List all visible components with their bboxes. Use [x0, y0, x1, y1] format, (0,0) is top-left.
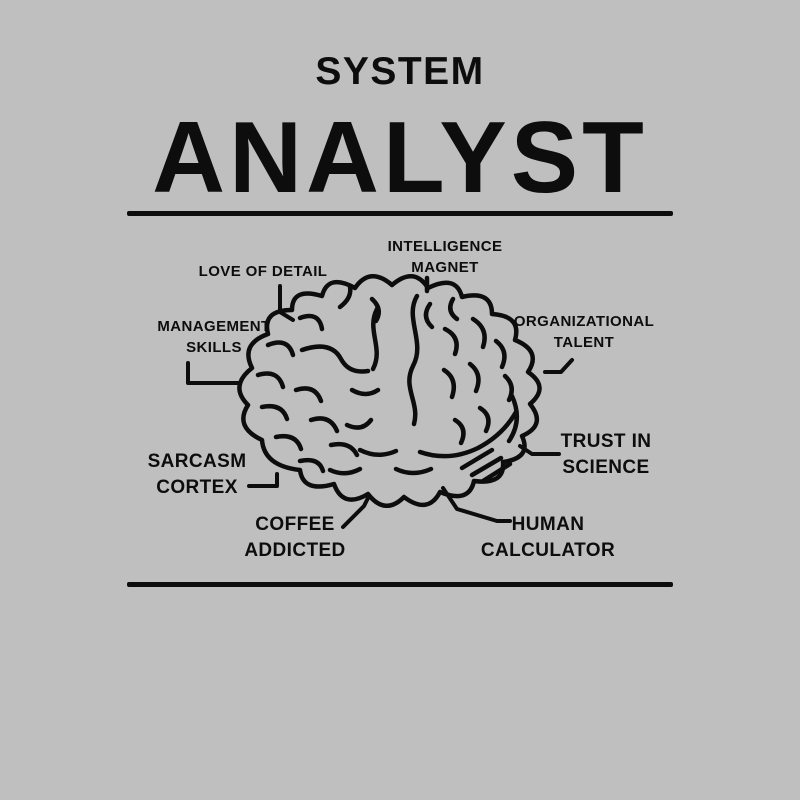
leader-sarcasm-cortex — [247, 472, 279, 488]
label-human-calculator: HUMAN CALCULATOR — [480, 514, 616, 561]
leader-love-of-detail — [278, 284, 295, 322]
label-love-of-detail: LOVE OF DETAIL — [198, 263, 328, 280]
label-management-skills: MANAGEMENT SKILLS — [157, 318, 271, 356]
label-coffee-addicted: COFFEE ADDICTED — [244, 514, 346, 561]
label-organizational-talent: ORGANIZATIONAL TALENT — [513, 313, 655, 351]
brain-outline — [237, 274, 542, 508]
label-trust-in-science: TRUST IN SCIENCE — [560, 431, 652, 478]
title-line-analyst: ANALYST — [152, 102, 648, 214]
top-divider-rule — [127, 211, 673, 216]
title-line-system: SYSTEM — [315, 50, 485, 93]
leader-management-skills — [186, 361, 240, 385]
leader-coffee-addicted — [341, 494, 371, 529]
label-intelligence-magnet: INTELLIGENCE MAGNET — [387, 238, 503, 276]
bottom-divider-rule — [127, 582, 673, 587]
leader-human-calculator — [441, 486, 512, 523]
leader-organizational-talent — [543, 358, 574, 374]
leader-trust-in-science — [518, 444, 561, 456]
label-sarcasm-cortex: SARCASM CORTEX — [147, 451, 247, 498]
brain-gyri — [255, 284, 519, 484]
